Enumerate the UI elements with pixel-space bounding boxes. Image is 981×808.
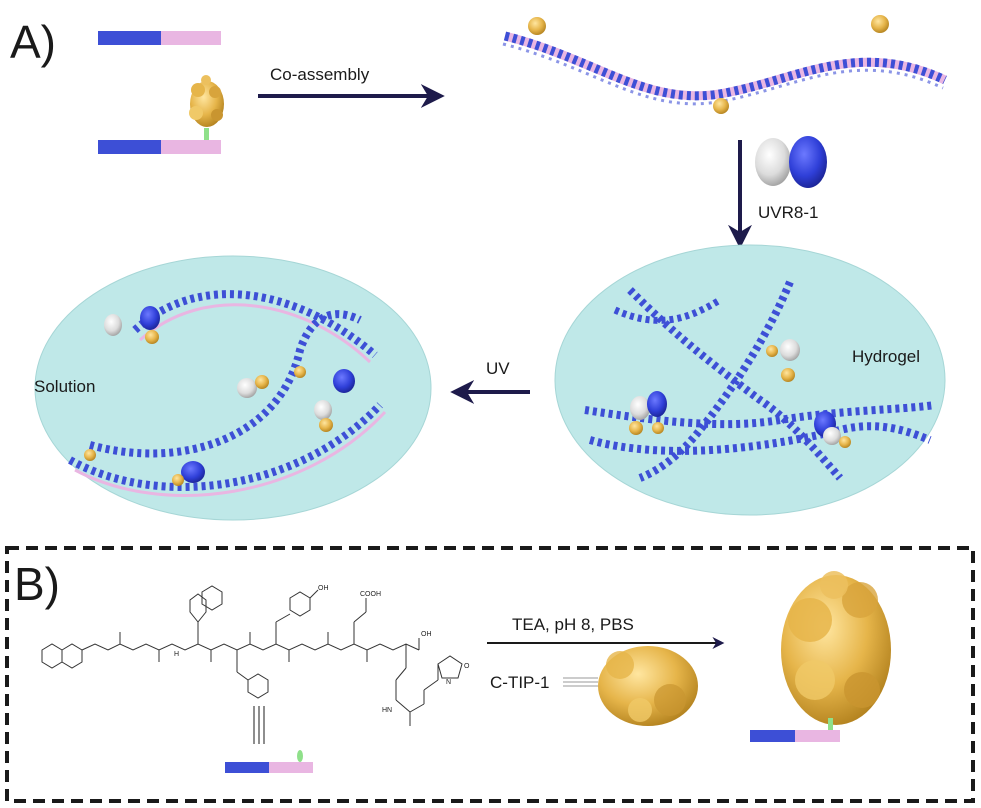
uv-label: UV — [486, 359, 510, 378]
reaction-arrow: TEA, pH 8, PBS C-TIP-1 — [487, 615, 725, 726]
uvr8-dimer-icon — [755, 136, 827, 188]
panel-a-label: A) — [10, 16, 56, 68]
chem-cooh-label: COOH — [360, 591, 381, 598]
reaction-conditions-label: TEA, pH 8, PBS — [512, 615, 634, 634]
peptide-bar-with-linker — [225, 750, 313, 773]
uvr8-arrow: UVR8-1 — [728, 136, 827, 249]
hydrogel-bubble: Hydrogel — [554, 244, 946, 516]
uvr8-dimer-icon — [104, 306, 355, 483]
solution-bubble: Solution — [34, 255, 432, 521]
equivalence-mark — [253, 706, 265, 744]
chem-hn-label: HN — [382, 707, 392, 714]
ctip1-protein-icon — [84, 330, 333, 486]
fiber-top — [502, 31, 947, 106]
coassembly-label: Co-assembly — [270, 65, 370, 84]
chem-oh-label: OH — [318, 585, 329, 592]
chem-n-label: N — [446, 679, 451, 686]
c-tip-1-label: C-TIP-1 — [490, 673, 550, 692]
panel-b-frame — [5, 546, 975, 803]
ctip1-protein-icon — [629, 345, 851, 448]
ctip1-protein-icon — [528, 15, 889, 114]
ctip1-protein-icon — [781, 571, 891, 725]
hydrogel-label: Hydrogel — [852, 347, 920, 366]
uvr8-dimer-icon — [630, 339, 841, 445]
uvr8-label: UVR8-1 — [758, 203, 818, 222]
chem-oh2-label: OH — [421, 631, 432, 638]
peptide-bar-plain — [98, 31, 221, 45]
chem-o-label: O — [464, 663, 470, 670]
solution-label: Solution — [34, 377, 95, 396]
ctip1-protein-icon — [189, 75, 224, 127]
panel-b-label: B) — [14, 558, 60, 610]
uv-arrow: UV — [450, 359, 530, 404]
ctip1-protein-icon — [598, 646, 698, 726]
chem-h-label: H — [174, 651, 179, 658]
peptide-protein-conjugate — [750, 571, 891, 742]
coassembly-arrow: Co-assembly — [258, 65, 445, 108]
peptide-bar-with-protein — [98, 75, 224, 154]
peptide-chemical-structure — [41, 585, 463, 726]
